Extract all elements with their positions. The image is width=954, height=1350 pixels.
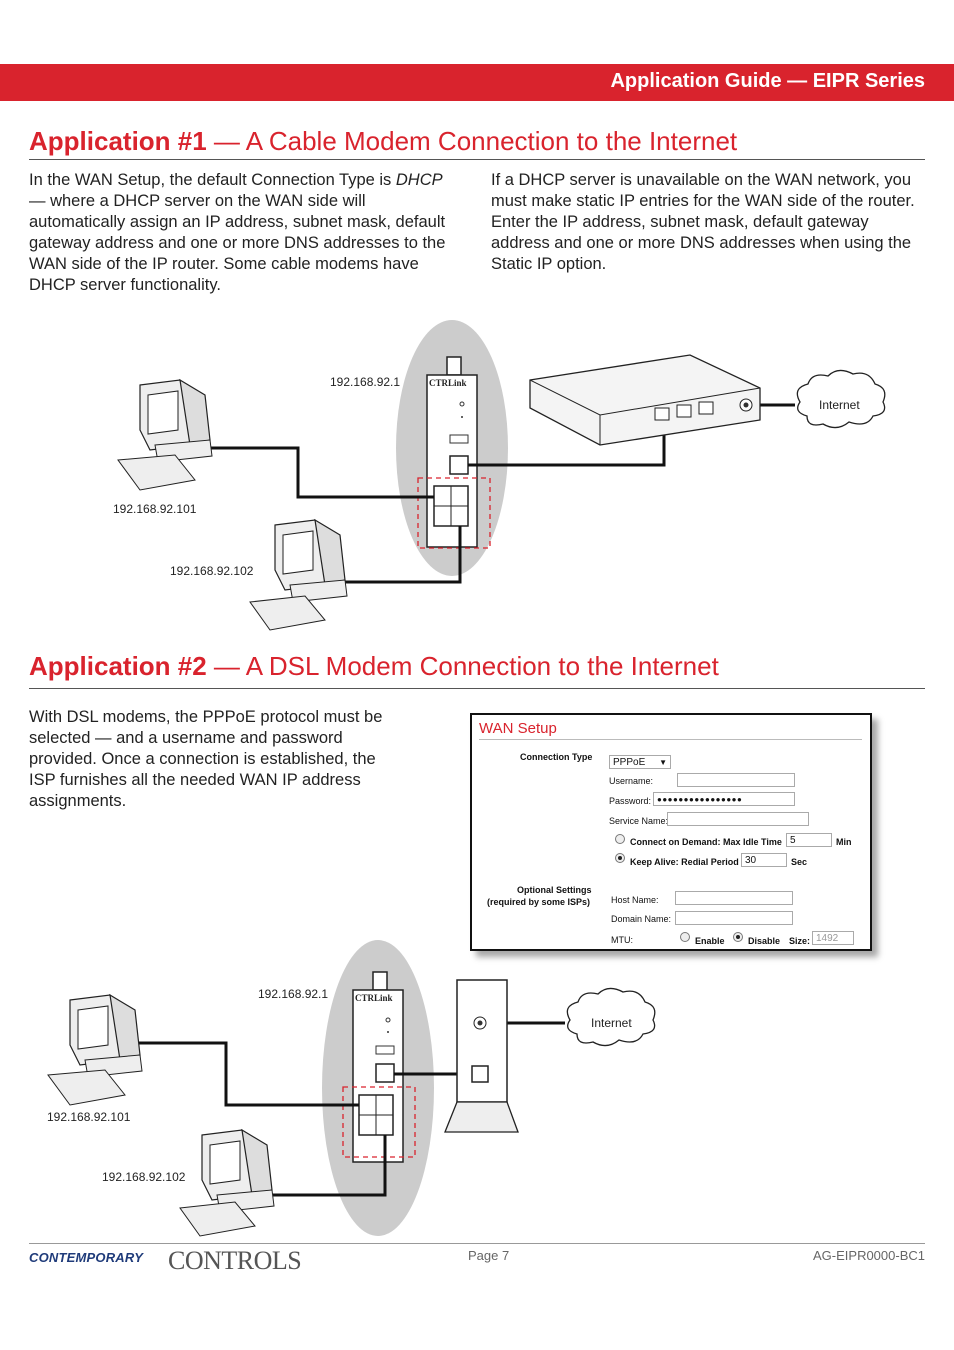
pc2-computer <box>249 518 348 631</box>
internet-cloud <box>796 369 886 429</box>
wan-setup-divider <box>479 739 862 740</box>
app1-para-right: If a DHCP server is unavailable on the W… <box>491 171 915 273</box>
keep-alive-radio[interactable] <box>615 853 625 863</box>
router-brand-label: CTRLink <box>429 378 467 388</box>
keep-alive-label: Keep Alive: Redial Period <box>630 857 739 867</box>
app2-title: Application #2 — A DSL Modem Connection … <box>29 651 719 682</box>
min-label: Min <box>836 837 852 847</box>
app1-title-bold: Application #1 <box>29 126 207 156</box>
max-idle-input[interactable]: 5 <box>786 833 832 847</box>
app1-router-ip: 192.168.92.1 <box>330 375 401 389</box>
app2-para: With DSL modems, the PPPoE protocol must… <box>29 708 383 810</box>
header-title: Application Guide — EIPR Series <box>610 70 925 92</box>
app2-cloud-label: Internet <box>591 1016 632 1030</box>
footer-rule <box>29 1243 925 1244</box>
page-number: Page 7 <box>468 1248 510 1263</box>
app2-diagram: CTRLink <box>47 940 656 1237</box>
app1-title: Application #1 — A Cable Modem Connectio… <box>29 126 737 157</box>
router-brand-label: CTRLink <box>355 993 393 1003</box>
app2-router-ip: 192.168.92.1 <box>258 987 329 1001</box>
app2-title-bold: Application #2 <box>29 651 207 681</box>
dsl-modem <box>444 979 519 1133</box>
domain-name-label: Domain Name: <box>611 914 672 924</box>
cable-modem <box>529 354 761 446</box>
optional-settings-sublabel: (required by some ISPs) <box>487 897 591 907</box>
domain-name-input[interactable] <box>675 911 793 925</box>
service-name-label: Service Name: <box>609 816 669 826</box>
wan-setup-title: WAN Setup <box>479 720 557 737</box>
redial-period-input[interactable]: 30 <box>741 853 787 867</box>
app2-pc1-ip: 192.168.92.101 <box>47 1110 131 1124</box>
mtu-size-input[interactable]: 1492 <box>812 931 854 945</box>
app1-para-left-part1: In the WAN Setup, the default Connection… <box>29 171 396 189</box>
mtu-label: MTU: <box>611 935 633 945</box>
cable-pc2 <box>268 1135 387 1197</box>
wan-setup-panel: WAN Setup Connection Type PPPoE ▼ Userna… <box>470 713 872 951</box>
pc2-computer <box>179 1128 275 1237</box>
connect-on-demand-radio[interactable] <box>615 834 625 844</box>
mtu-enable-radio[interactable] <box>680 932 690 942</box>
service-name-input[interactable] <box>667 812 809 826</box>
app1-title-rule <box>29 159 925 160</box>
sec-label: Sec <box>791 857 808 867</box>
eipr-router <box>342 971 416 1163</box>
internet-cloud <box>566 987 656 1047</box>
cable-pc2 <box>345 526 462 584</box>
mtu-enable-label: Enable <box>695 936 725 946</box>
chevron-down-icon: ▼ <box>659 758 667 767</box>
app1-pc1-ip: 192.168.92.101 <box>113 502 197 516</box>
app1-para-left-part2: — where a DHCP server on the WAN side wi… <box>29 192 446 294</box>
connection-type-value: PPPoE <box>613 757 646 768</box>
username-input[interactable] <box>677 773 795 787</box>
connection-type-select[interactable]: PPPoE ▼ <box>609 755 671 769</box>
connection-type-label: Connection Type <box>520 752 593 762</box>
password-input[interactable]: ●●●●●●●●●●●●●●●● <box>653 792 795 806</box>
mtu-disable-label: Disable <box>748 936 781 946</box>
app2-title-rule <box>29 688 925 689</box>
document-id: AG-EIPR0000-BC1 <box>813 1248 925 1263</box>
company-logo-right: CONTROLS <box>168 1246 302 1275</box>
connect-on-demand-label: Connect on Demand: Max Idle Time <box>630 837 782 847</box>
header-banner: Application Guide — EIPR Series <box>0 64 954 101</box>
mtu-size-label: Size: <box>789 936 811 946</box>
app2-pc2-ip: 192.168.92.102 <box>102 1170 186 1184</box>
app1-diagram: CTRLink <box>117 320 886 631</box>
host-name-input[interactable] <box>675 891 793 905</box>
app1-pc2-ip: 192.168.92.102 <box>170 564 254 578</box>
mtu-disable-radio[interactable] <box>733 932 743 942</box>
company-logo-left: CONTEMPORARY <box>29 1250 144 1265</box>
app2-title-rest: — A DSL Modem Connection to the Internet <box>206 651 719 681</box>
cable-wan <box>468 422 666 467</box>
username-label: Username: <box>609 776 654 786</box>
password-label: Password: <box>609 796 652 806</box>
cable-pc1 <box>210 446 434 499</box>
pc1-computer <box>47 993 143 1106</box>
app1-cloud-label: Internet <box>819 398 860 412</box>
app1-title-rest: — A Cable Modem Connection to the Intern… <box>206 126 738 156</box>
app1-para-left: In the WAN Setup, the default Connection… <box>29 170 459 296</box>
pc1-computer <box>117 378 213 491</box>
cable-pc1 <box>130 1041 359 1107</box>
eipr-router <box>417 356 491 549</box>
optional-settings-label: Optional Settings <box>517 885 592 895</box>
app1-para-left-italic: DHCP <box>395 171 443 189</box>
host-name-label: Host Name: <box>611 895 659 905</box>
